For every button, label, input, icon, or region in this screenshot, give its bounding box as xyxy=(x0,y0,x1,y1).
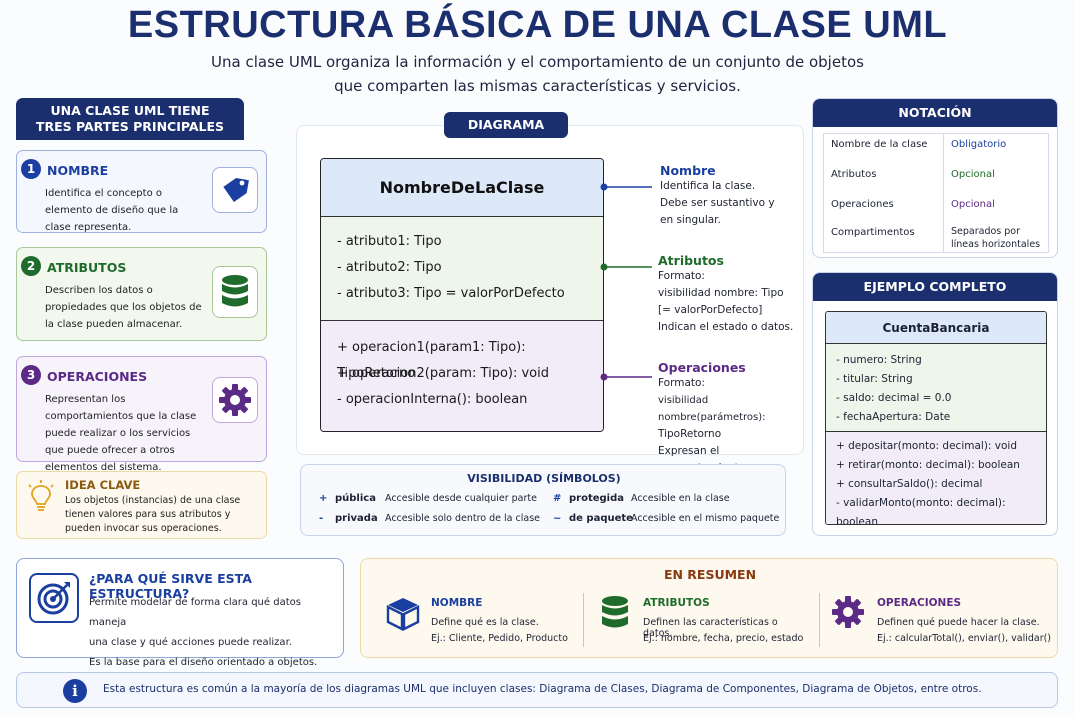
example-operation: - validarMonto(monto: decimal): boolean xyxy=(836,497,1006,525)
gear-icon xyxy=(212,377,258,423)
purpose-panel: ¿PARA QUÉ SIRVE ESTA ESTRUCTURA? Permite… xyxy=(16,558,344,668)
page-title: ESTRUCTURA BÁSICA DE UNA CLASE UML xyxy=(127,4,948,46)
cube-icon xyxy=(385,595,421,635)
part-card-atributos: 2 ATRIBUTOS Describen los datos o propie… xyxy=(16,247,267,341)
tag-icon xyxy=(212,167,258,213)
annotation-connectors xyxy=(600,183,652,381)
notation-panel: NOTACIÓN Nombre de la clase Obligatorio … xyxy=(812,98,1058,258)
summary-item-text: Define qué es la clase. xyxy=(431,617,539,628)
vis-name: privada xyxy=(335,513,378,524)
parts-heading: UNA CLASE UML TIENE TRES PARTES PRINCIPA… xyxy=(16,98,244,140)
summary-item-operaciones: OPERACIONES Definen qué puede hacer la c… xyxy=(831,587,1053,651)
example-title: EJEMPLO COMPLETO xyxy=(813,273,1057,301)
gear-icon xyxy=(831,595,865,633)
example-attribute: - saldo: decimal = 0.0 xyxy=(836,392,952,404)
purpose-title: ¿PARA QUÉ SIRVE ESTA ESTRUCTURA? xyxy=(89,571,252,601)
part-number: 2 xyxy=(21,256,41,276)
summary-item-title: OPERACIONES xyxy=(877,597,962,609)
vis-symbol: - xyxy=(319,513,324,524)
summary-item-text: Definen las características o datos. xyxy=(643,617,778,639)
part-card-nombre: 1 NOMBRE Identifica el concepto o elemen… xyxy=(16,150,267,233)
summary-item-nombre: NOMBRE Define qué es la clase. Ej.: Clie… xyxy=(385,587,583,651)
target-icon xyxy=(29,573,79,623)
summary-divider xyxy=(819,593,820,647)
part-card-operaciones: 3 OPERACIONES Representan los comportami… xyxy=(16,356,267,473)
uml-operation: + operacion2(param: Tipo): void xyxy=(337,366,549,381)
example-class-name: CuentaBancaria xyxy=(882,321,990,335)
vis-name: protegida xyxy=(569,493,625,504)
example-panel: EJEMPLO COMPLETO CuentaBancaria - numero… xyxy=(812,272,1058,536)
page-subtitle: Una clase UML organiza la información y … xyxy=(211,53,864,95)
visibility-title: VISIBILIDAD (SÍMBOLOS) xyxy=(467,472,621,485)
lightbulb-icon xyxy=(27,480,55,516)
vis-desc: Accesible desde cualquier parte xyxy=(385,493,537,504)
purpose-text: Permite modelar de forma clara qué datos… xyxy=(89,597,318,668)
example-name-compartment: CuentaBancaria xyxy=(826,312,1046,344)
visibility-panel: VISIBILIDAD (SÍMBOLOS) + pública Accesib… xyxy=(300,464,786,536)
summary-item-title: ATRIBUTOS xyxy=(643,597,710,609)
info-icon: i xyxy=(63,679,87,703)
vis-desc: Accesible en la clase xyxy=(631,493,730,504)
vis-name: de paquete xyxy=(569,513,633,524)
part-number: 3 xyxy=(21,365,41,385)
uml-name-compartment: NombreDeLaClase xyxy=(321,159,603,217)
summary-item-text: Ej.: Cliente, Pedido, Producto xyxy=(431,633,568,644)
summary-item-text: Ej.: nombre, fecha, precio, estado xyxy=(643,633,804,644)
uml-operation: - operacionInterna(): boolean xyxy=(337,392,528,407)
summary-item-text: Definen qué puede hacer la clase. xyxy=(877,617,1040,628)
summary-panel: EN RESUMEN NOMBRE Define qué es la clase… xyxy=(360,558,1058,658)
database-icon xyxy=(212,266,258,318)
summary-item-title: NOMBRE xyxy=(431,597,483,609)
example-operations-compartment: + depositar(monto: decimal): void + reti… xyxy=(826,432,1046,525)
uml-operations-compartment: + operacion1(param1: Tipo): TipoRetorno … xyxy=(321,321,603,431)
example-operation: + retirar(monto: decimal): boolean xyxy=(836,459,1020,471)
notation-title: NOTACIÓN xyxy=(813,99,1057,127)
uml-class-box: NombreDeLaClase - atributo1: Tipo - atri… xyxy=(320,158,604,432)
part-desc: Representan los comportamientos que la c… xyxy=(45,394,197,473)
annotation-atributos: Atributos Formato: visibilidad nombre: T… xyxy=(658,253,794,333)
vis-symbol: + xyxy=(319,493,328,504)
part-number: 1 xyxy=(21,159,41,179)
vis-symbol: # xyxy=(553,493,562,504)
uml-class-name: NombreDeLaClase xyxy=(379,178,545,197)
uml-attribute: - atributo1: Tipo xyxy=(337,234,442,249)
footer-text: Esta estructura es común a la mayoría de… xyxy=(103,683,982,695)
uml-attribute: - atributo2: Tipo xyxy=(337,260,442,275)
part-desc: Describen los datos o propiedades que lo… xyxy=(45,285,202,330)
example-attributes-compartment: - numero: String - titular: String - sal… xyxy=(826,344,1046,432)
notation-divider xyxy=(943,133,944,253)
uml-attributes-compartment: - atributo1: Tipo - atributo2: Tipo - at… xyxy=(321,217,603,321)
example-operation: + consultarSaldo(): decimal xyxy=(836,478,983,490)
vis-desc: Accesible en el mismo paquete xyxy=(631,513,780,524)
summary-divider xyxy=(583,593,584,647)
example-attribute: - titular: String xyxy=(836,373,913,385)
example-attribute: - numero: String xyxy=(836,354,922,366)
annotation-operaciones: Operaciones Formato: visibilidad nombre(… xyxy=(658,360,766,474)
summary-item-text: Ej.: calcularTotal(), enviar(), validar(… xyxy=(877,633,1052,644)
idea-title: IDEA CLAVE xyxy=(65,478,141,492)
part-title: NOMBRE xyxy=(47,163,109,178)
idea-text: Los objetos (instancias) de una clase ti… xyxy=(65,495,241,534)
vis-symbol: ~ xyxy=(553,513,562,524)
uml-operation: + operacion1(param1: Tipo): TipoRetorno xyxy=(337,340,526,381)
part-title: ATRIBUTOS xyxy=(47,260,127,275)
summary-item-atributos: ATRIBUTOS Definen las características o … xyxy=(599,587,809,651)
uml-attribute: - atributo3: Tipo = valorPorDefecto xyxy=(337,286,565,301)
example-attribute: - fechaApertura: Date xyxy=(836,411,951,423)
database-icon xyxy=(599,595,631,635)
part-desc: Identifica el concepto o elemento de dis… xyxy=(45,188,179,233)
notation-table xyxy=(823,133,1049,253)
diagram-label: DIAGRAMA xyxy=(444,112,568,138)
idea-card: IDEA CLAVE Los objetos (instancias) de u… xyxy=(16,471,267,539)
example-operation: + depositar(monto: decimal): void xyxy=(836,440,1018,452)
part-title: OPERACIONES xyxy=(47,369,148,384)
annotation-nombre: Nombre Identifica la clase. Debe ser sus… xyxy=(660,163,775,226)
vis-name: pública xyxy=(335,493,376,504)
footer-note: i Esta estructura es común a la mayoría … xyxy=(16,672,1058,708)
example-class-box: CuentaBancaria - numero: String - titula… xyxy=(825,311,1047,525)
summary-title: EN RESUMEN xyxy=(663,567,757,582)
vis-desc: Accesible solo dentro de la clase xyxy=(385,513,540,524)
